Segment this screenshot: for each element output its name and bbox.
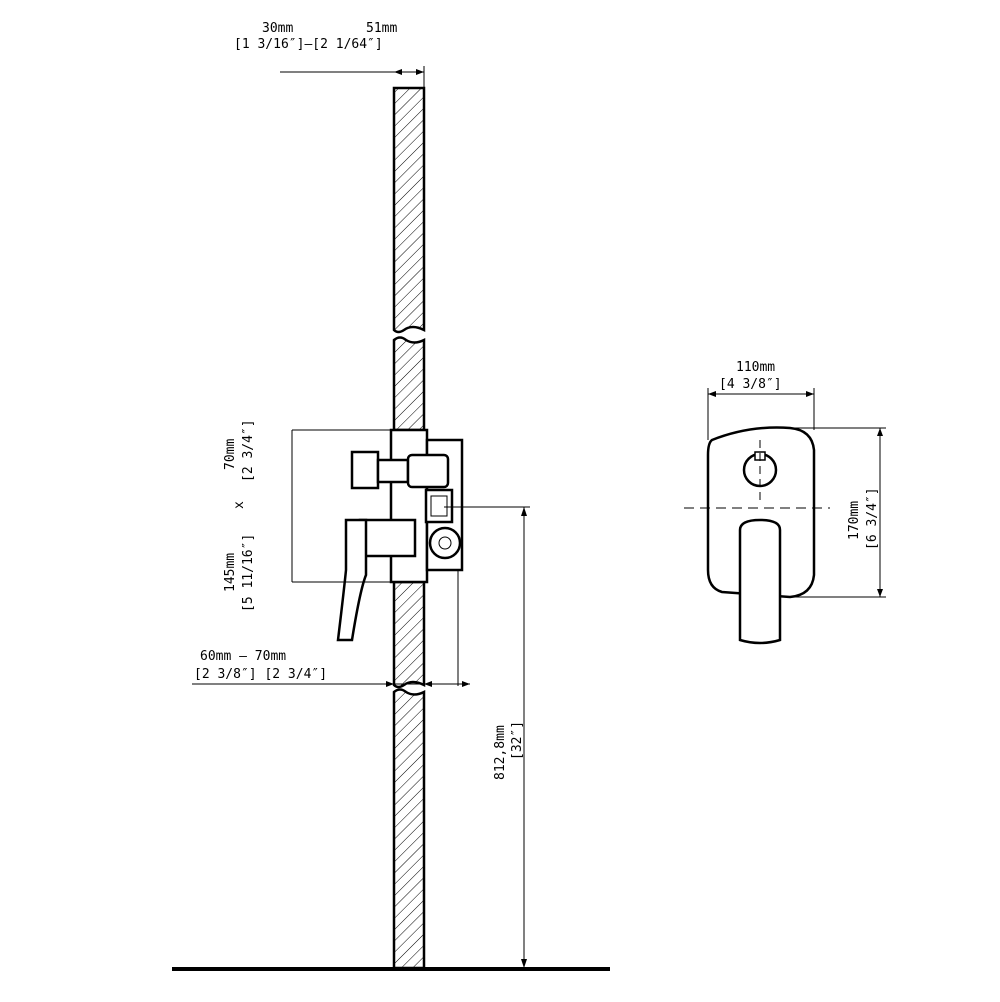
- rough-width-in: [5 11/16″]: [241, 534, 256, 612]
- floor-height-dimension: 812,8mm [32″]: [444, 506, 530, 968]
- plate-height-in: [6 3/4″]: [865, 487, 880, 550]
- plate-width-dimension: 110mm [4 3/8″]: [707, 360, 815, 440]
- floor-height-in: [32″]: [510, 721, 525, 760]
- valve-side-view: [336, 428, 464, 642]
- floor-height-mm: 812,8mm: [493, 725, 508, 780]
- wall-thickness-dimension: 30mm 51mm [1 3/16″]—[2 1/64″]: [234, 21, 425, 88]
- plate-height-mm: 170mm: [847, 501, 862, 540]
- plate-width-in: [4 3/8″]: [719, 377, 782, 392]
- rough-height-mm: 70mm: [223, 439, 238, 470]
- plate-width-mm: 110mm: [736, 360, 775, 375]
- depth-dimension: 60mm — 70mm [2 3/8″] [2 3/4″]: [192, 570, 470, 687]
- wall-section: [392, 86, 426, 970]
- trim-plate-front-view: [684, 426, 830, 645]
- wall-max-mm: 51mm: [366, 21, 397, 36]
- plate-height-dimension: 170mm [6 3/4″]: [790, 427, 886, 598]
- wall-range-in: [1 3/16″]—[2 1/64″]: [234, 37, 383, 52]
- wall-min-mm: 30mm: [262, 21, 293, 36]
- depth-in: [2 3/8″] [2 3/4″]: [194, 667, 327, 682]
- rough-height-in: [2 3/4″]: [241, 419, 256, 482]
- rough-in-dimension: 70mm [2 3/4″] x 145mm [5 11/16″]: [223, 419, 391, 612]
- depth-mm: 60mm — 70mm: [200, 649, 286, 664]
- times-sign: x: [232, 501, 247, 509]
- rough-width-mm: 145mm: [223, 553, 238, 592]
